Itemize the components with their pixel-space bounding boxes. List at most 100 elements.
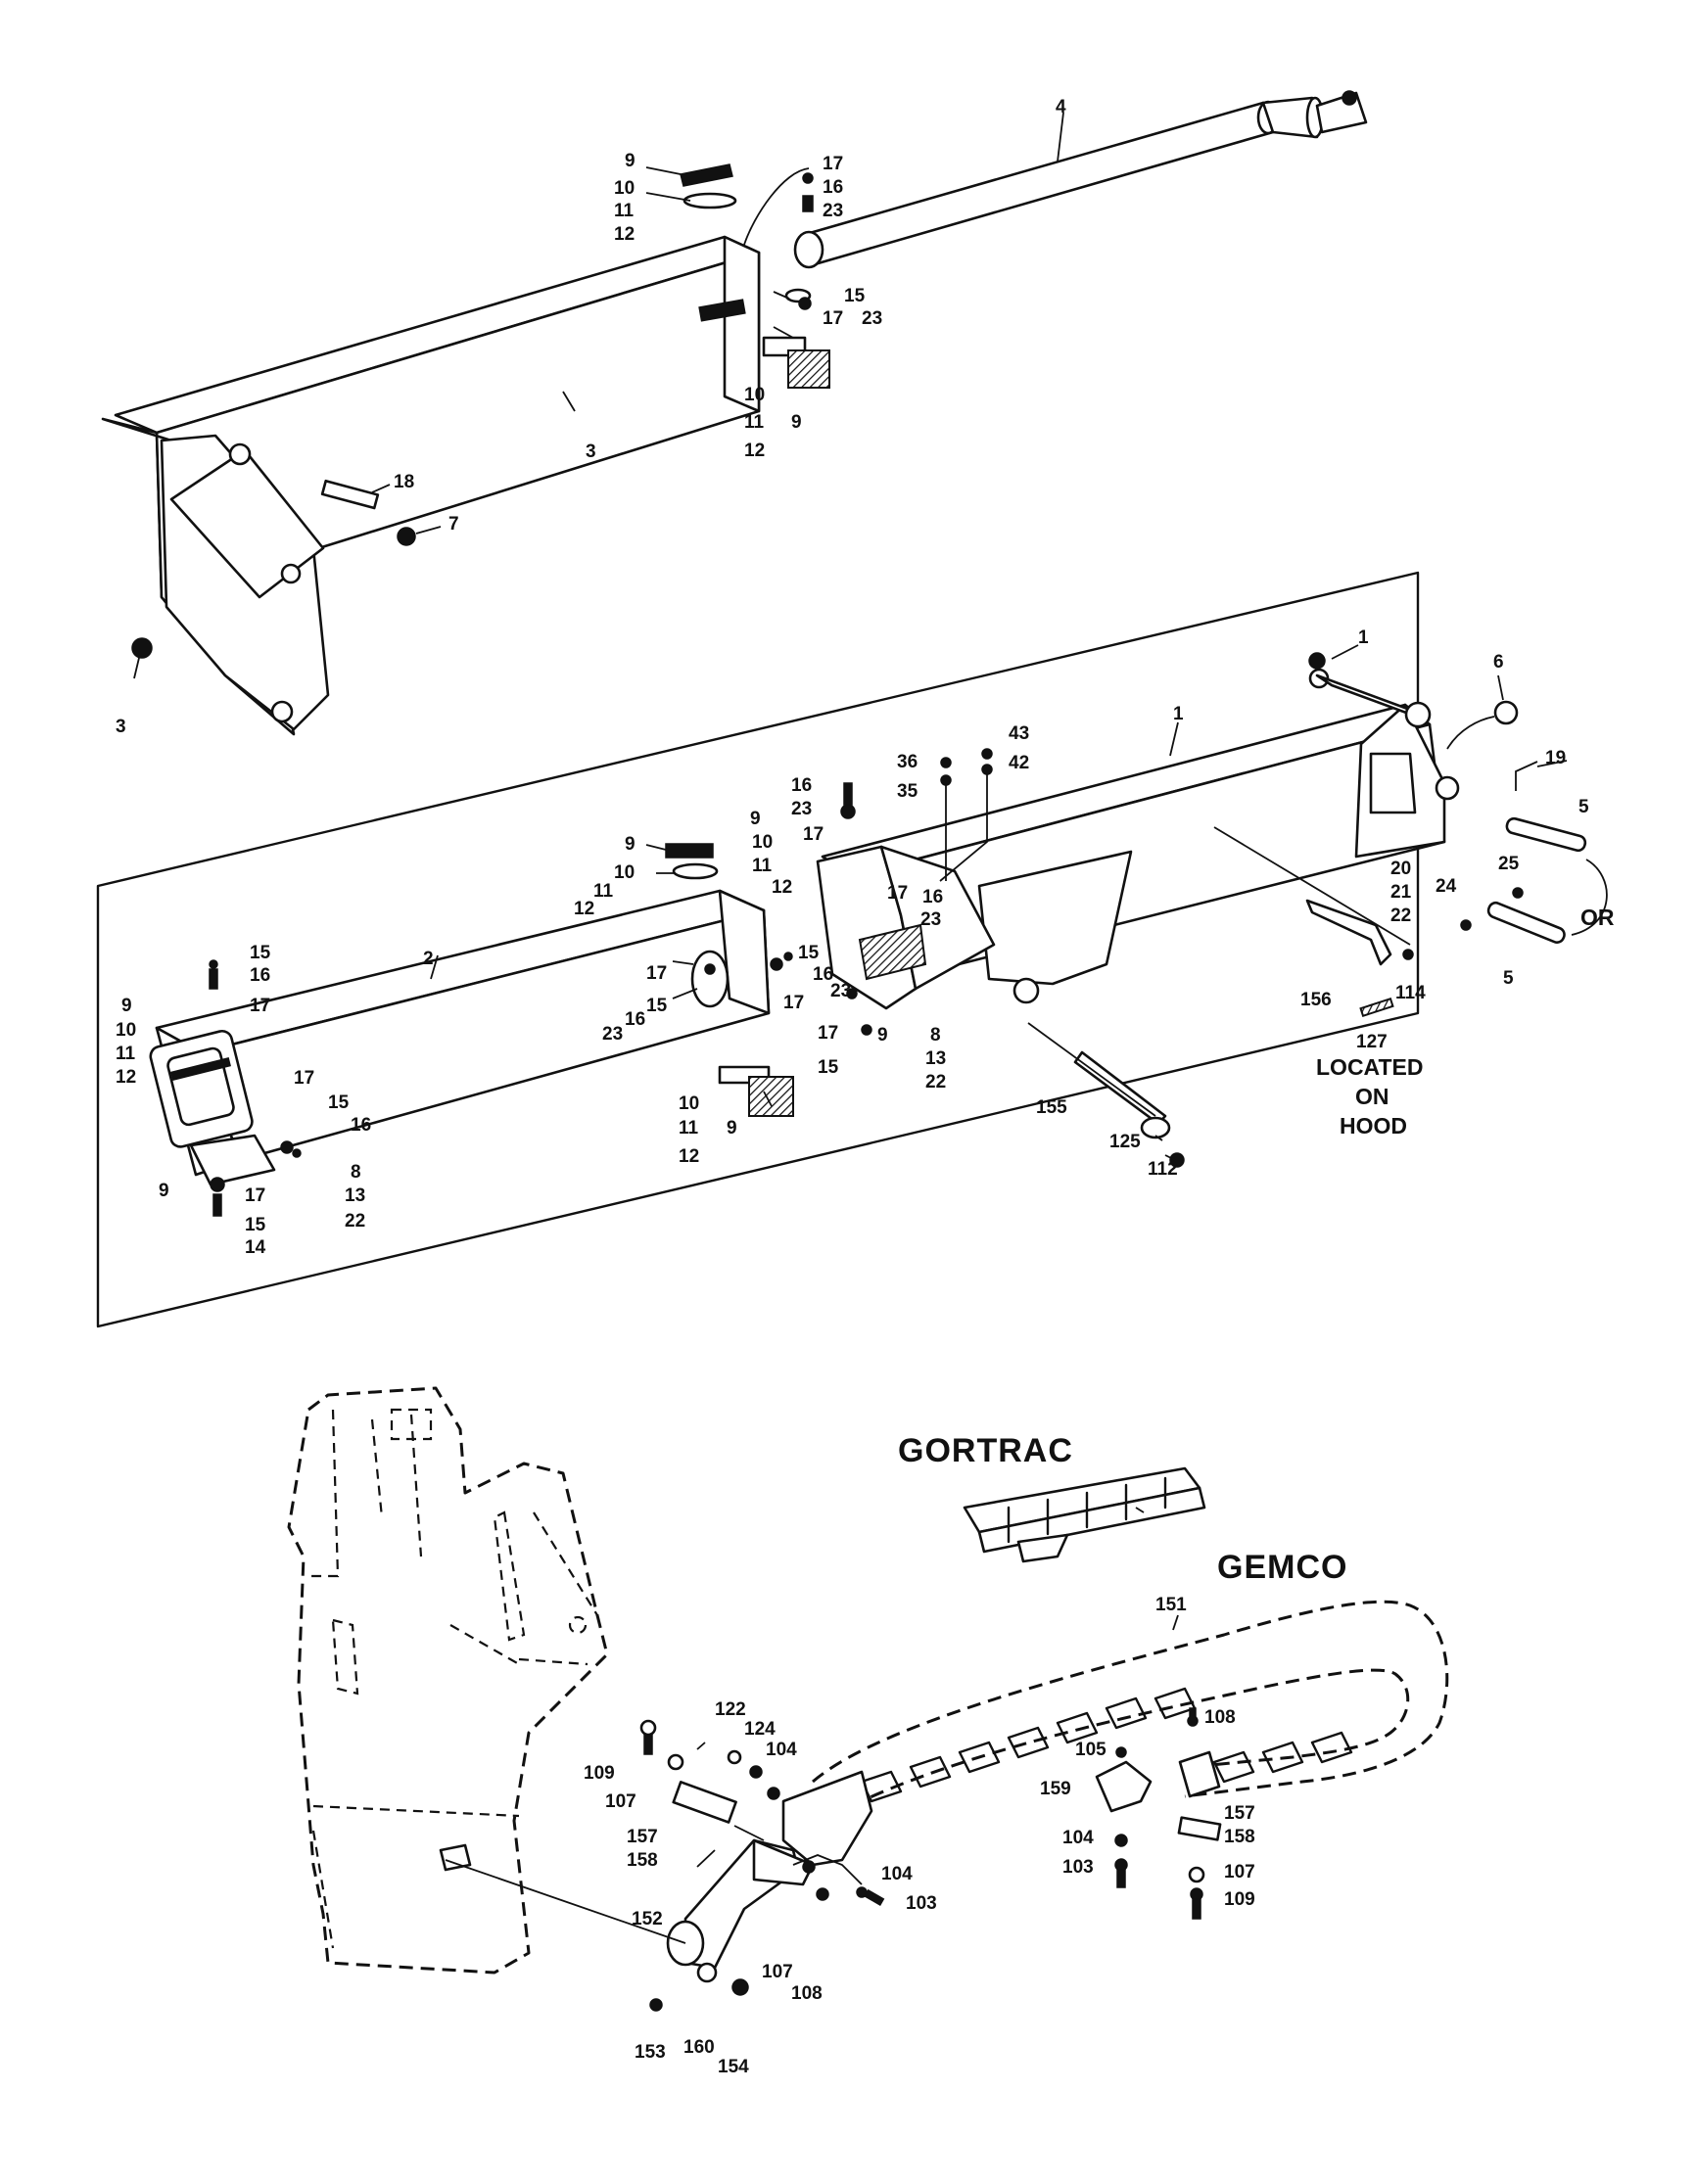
callout-112: 112 <box>1148 1159 1178 1180</box>
callout-9: 9 <box>877 1025 888 1046</box>
hood-label: HOOD <box>1340 1113 1407 1138</box>
callout-12: 12 <box>744 441 765 461</box>
callout-17: 17 <box>250 996 270 1016</box>
callout-16: 16 <box>813 964 833 985</box>
upper-hardware <box>131 163 830 659</box>
callout-109: 109 <box>1224 1889 1255 1910</box>
callout-104: 104 <box>766 1740 797 1760</box>
or-label: OR <box>1580 905 1615 930</box>
callout-158: 158 <box>1224 1827 1255 1847</box>
boom-cylinder <box>793 90 1368 269</box>
callout-105: 105 <box>1075 1740 1106 1760</box>
callout-11: 11 <box>614 201 635 221</box>
callout-5: 5 <box>1578 797 1589 817</box>
callout-20: 20 <box>1390 859 1411 879</box>
callout-10: 10 <box>116 1020 136 1041</box>
callout-107: 107 <box>762 1962 793 1982</box>
callout-42: 42 <box>1009 753 1029 773</box>
callout-11: 11 <box>116 1044 136 1064</box>
callout-17: 17 <box>823 308 843 329</box>
callout-122: 122 <box>715 1699 746 1720</box>
callout-23: 23 <box>602 1024 623 1045</box>
callout-7: 7 <box>448 514 459 534</box>
callout-8: 8 <box>351 1162 361 1183</box>
callout-151: 151 <box>1155 1595 1187 1615</box>
callout-43: 43 <box>1009 723 1029 744</box>
callout-3: 3 <box>116 717 126 737</box>
callout-158: 158 <box>627 1850 658 1871</box>
callout-154: 154 <box>718 2057 749 2077</box>
callout-17: 17 <box>818 1023 838 1044</box>
callout-21: 21 <box>1390 882 1412 903</box>
callout-23: 23 <box>920 909 941 930</box>
callout-numbers: 9 10 11 12 17 16 23 4 15 23 17 10 11 12 … <box>116 97 1615 2077</box>
gemco-label: GEMCO <box>1217 1549 1347 1586</box>
callout-23: 23 <box>862 308 882 329</box>
callout-5: 5 <box>1503 968 1514 989</box>
callout-8: 8 <box>930 1025 941 1046</box>
callout-12: 12 <box>772 877 792 898</box>
callout-104: 104 <box>881 1864 913 1884</box>
callout-17: 17 <box>783 993 804 1013</box>
callout-36: 36 <box>897 752 918 772</box>
callout-16: 16 <box>625 1009 645 1030</box>
callout-125: 125 <box>1109 1132 1141 1152</box>
callout-15: 15 <box>646 996 668 1016</box>
callout-14: 14 <box>245 1237 266 1258</box>
callout-11: 11 <box>744 412 765 433</box>
callout-9: 9 <box>625 834 636 855</box>
cable-track-gortrac <box>963 1466 1206 1563</box>
callout-23: 23 <box>823 201 843 221</box>
callout-9: 9 <box>750 809 761 829</box>
callout-25: 25 <box>1498 854 1520 874</box>
callout-104: 104 <box>1062 1828 1094 1848</box>
callout-12: 12 <box>574 899 594 919</box>
callout-16: 16 <box>922 887 943 907</box>
callout-19: 19 <box>1545 748 1566 768</box>
callout-10: 10 <box>614 862 635 883</box>
callout-17: 17 <box>646 963 667 984</box>
callout-15: 15 <box>844 286 866 306</box>
callout-160: 160 <box>683 2037 715 2058</box>
callout-12: 12 <box>679 1146 699 1167</box>
callout-18: 18 <box>394 472 414 492</box>
callout-159: 159 <box>1040 1779 1071 1799</box>
callout-15: 15 <box>818 1057 839 1078</box>
callout-10: 10 <box>752 832 773 853</box>
callout-22: 22 <box>345 1211 365 1231</box>
callout-17: 17 <box>803 824 824 845</box>
callout-1: 1 <box>1358 627 1369 648</box>
callout-15: 15 <box>250 943 271 963</box>
callout-22: 22 <box>1390 906 1411 926</box>
callout-103: 103 <box>906 1893 937 1914</box>
callout-13: 13 <box>925 1048 946 1069</box>
callout-17: 17 <box>823 154 843 174</box>
callout-leaders <box>133 112 1568 1868</box>
callout-15: 15 <box>328 1092 350 1113</box>
on-label: ON <box>1355 1084 1389 1109</box>
gortrac-label: GORTRAC <box>898 1432 1073 1469</box>
callout-108: 108 <box>791 1983 823 2004</box>
callout-127: 127 <box>1356 1032 1388 1052</box>
callout-11: 11 <box>752 856 773 876</box>
callout-108: 108 <box>1204 1707 1236 1728</box>
callout-107: 107 <box>1224 1862 1255 1882</box>
callout-17: 17 <box>887 883 908 904</box>
callout-15: 15 <box>798 943 820 963</box>
callout-16: 16 <box>791 775 812 796</box>
callout-16: 16 <box>250 965 270 986</box>
callout-10: 10 <box>614 178 635 199</box>
callout-12: 12 <box>614 224 635 245</box>
callout-17: 17 <box>294 1068 314 1089</box>
callout-2: 2 <box>423 949 434 969</box>
callout-10: 10 <box>744 385 765 405</box>
upper-boom-section <box>101 235 761 736</box>
callout-9: 9 <box>791 412 802 433</box>
callout-15: 15 <box>245 1215 266 1235</box>
callout-153: 153 <box>635 2042 666 2063</box>
callout-9: 9 <box>727 1118 737 1138</box>
callout-107: 107 <box>605 1791 636 1812</box>
callout-6: 6 <box>1493 652 1504 673</box>
